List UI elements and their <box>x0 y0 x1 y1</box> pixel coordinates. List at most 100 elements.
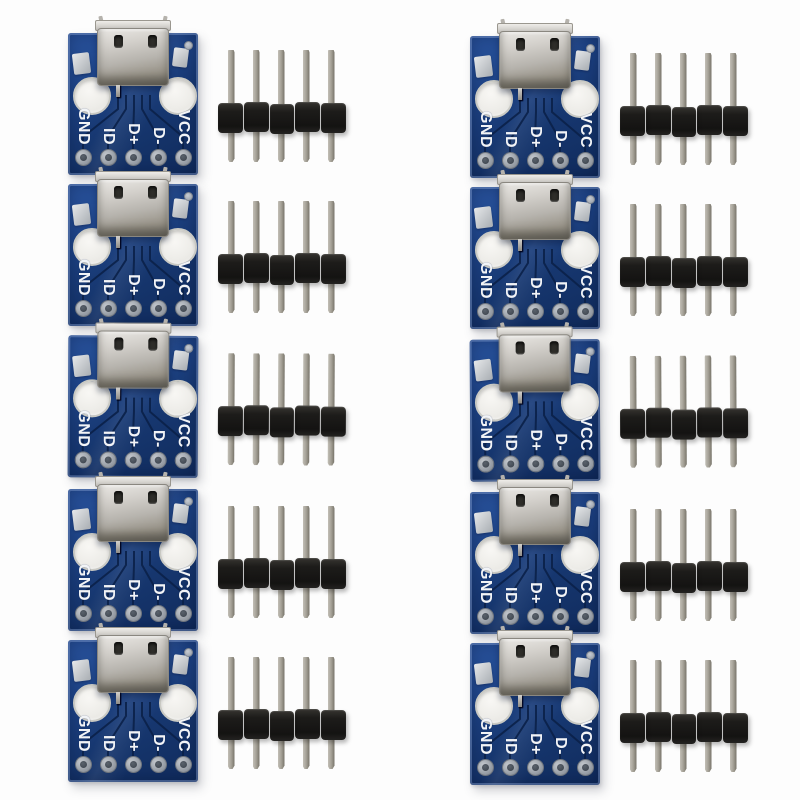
solder-pad-dminus <box>149 604 167 622</box>
pcb-board: GND ID D+ D- VCC <box>68 15 198 175</box>
solder-pad-vcc <box>576 151 594 169</box>
header-plastic-block <box>645 561 671 591</box>
solder-pad-dplus <box>124 148 142 166</box>
solder-pad-id <box>99 299 117 317</box>
solder-pad-gnd <box>74 299 92 317</box>
via-dot <box>585 347 595 357</box>
pin-label-dminus: D- <box>150 734 167 752</box>
pin-label-vcc: VCC <box>577 568 594 604</box>
pin-label-gnd: GND <box>477 414 495 452</box>
header-plastic <box>620 105 748 137</box>
solder-pad-dminus <box>149 148 167 166</box>
pin-header-strip <box>218 506 346 618</box>
solder-tab-left <box>473 662 494 685</box>
pin-label-dplus: D+ <box>527 277 544 299</box>
header-plastic-block <box>243 709 269 739</box>
solder-pad-dminus <box>551 302 569 320</box>
header-plastic-block <box>620 713 646 743</box>
pin-label-dminus: D- <box>150 127 167 145</box>
pin-header-strip <box>218 50 346 162</box>
usb-breakout-4: GND ID D+ D- VCC <box>68 471 346 641</box>
header-plastic-block <box>218 103 244 133</box>
pcb-traces <box>82 702 184 756</box>
header-plastic-block <box>320 406 346 437</box>
solder-tab-left <box>71 52 92 75</box>
header-plastic-block <box>645 712 671 742</box>
pin-label-vcc: VCC <box>577 415 595 452</box>
solder-pad-gnd <box>74 755 92 773</box>
pin-header-strip <box>620 660 748 772</box>
solder-pad-vcc <box>174 451 192 469</box>
solder-pad-dminus <box>551 151 569 169</box>
pcb-board: GND ID D+ D- VCC <box>68 471 198 631</box>
header-plastic-block <box>243 253 269 283</box>
header-plastic-block <box>269 407 295 438</box>
pin-label-vcc: VCC <box>175 260 192 296</box>
header-plastic-block <box>295 102 320 132</box>
pcb-traces <box>81 397 184 452</box>
pin-label-dplus: D+ <box>125 579 142 601</box>
solder-pad-dplus <box>124 451 142 469</box>
header-plastic-block <box>620 562 646 592</box>
header-plastic-block <box>243 558 269 588</box>
header-plastic <box>218 558 346 590</box>
pin-header-strip <box>620 204 748 316</box>
pcb-board: GND ID D+ D- VCC <box>470 18 600 178</box>
pin-header-strip <box>218 201 346 313</box>
solder-tab-left <box>71 659 92 682</box>
header-plastic-block <box>697 407 723 438</box>
pcb-traces <box>82 95 184 149</box>
usb-breakout-3: GND ID D+ D- VCC <box>67 318 347 488</box>
pin-label-id: ID <box>502 738 519 755</box>
header-plastic-block <box>269 104 295 134</box>
usb-breakout-7: GND ID D+ D- VCC <box>470 169 748 339</box>
solder-pad-gnd <box>476 302 494 320</box>
mounting-hole-right <box>159 77 197 115</box>
solder-pad-gnd <box>476 151 494 169</box>
pin-label-id: ID <box>502 587 519 604</box>
usb-breakout-8: GND ID D+ D- VCC <box>469 321 749 491</box>
solder-pad-dplus <box>124 604 142 622</box>
pin-label-dplus: D+ <box>527 733 544 755</box>
header-plastic-block <box>320 254 346 284</box>
pin-label-gnd: GND <box>75 258 92 296</box>
pin-label-id: ID <box>99 430 117 448</box>
solder-pad-dplus <box>124 299 142 317</box>
pin-label-dminus: D- <box>150 583 167 601</box>
pin-header-strip <box>218 657 346 769</box>
header-plastic-block <box>243 102 269 132</box>
solder-pad-gnd <box>476 455 494 473</box>
header-plastic <box>620 561 748 593</box>
header-plastic-block <box>671 714 697 744</box>
via-dot <box>586 195 595 204</box>
header-plastic-block <box>218 406 244 437</box>
solder-pad-dminus <box>551 607 569 625</box>
header-plastic-block <box>269 711 295 741</box>
pcb-traces <box>82 246 184 300</box>
header-plastic <box>218 253 346 285</box>
pin-label-id: ID <box>100 735 117 752</box>
header-plastic-block <box>645 256 671 286</box>
solder-tab-left <box>473 511 494 534</box>
solder-pad-gnd <box>74 148 92 166</box>
solder-pad-id <box>501 454 519 473</box>
pin-label-id: ID <box>100 584 117 601</box>
solder-pad-dplus <box>526 454 544 472</box>
solder-pad-id <box>99 450 117 469</box>
pin-header-strip <box>218 353 347 466</box>
pcb-traces <box>82 551 184 605</box>
pin-label-dminus: D- <box>552 433 570 452</box>
pin-label-dminus: D- <box>150 278 167 296</box>
pcb-board: GND ID D+ D- VCC <box>68 166 198 326</box>
via-dot <box>586 651 595 660</box>
solder-pad-dplus <box>526 302 544 320</box>
solder-pad-vcc <box>174 148 192 166</box>
header-plastic-block <box>295 709 320 739</box>
solder-pad-gnd <box>476 758 494 776</box>
solder-pad-id <box>501 302 519 320</box>
header-plastic-block <box>722 257 748 287</box>
header-plastic-block <box>243 405 269 436</box>
header-plastic-block <box>269 560 295 590</box>
pcb-board: GND ID D+ D- VCC <box>68 622 198 782</box>
usb-breakout-10: GND ID D+ D- VCC <box>470 625 748 795</box>
